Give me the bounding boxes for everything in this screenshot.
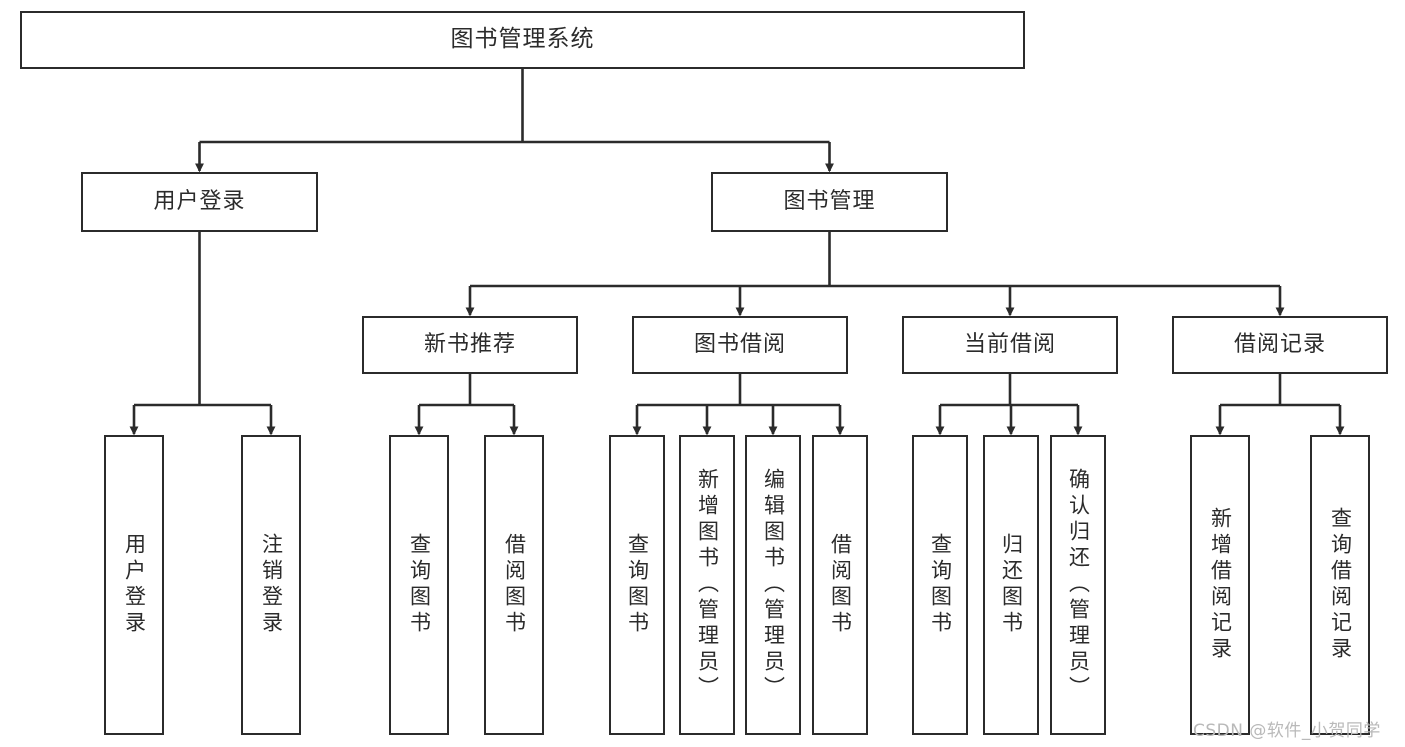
- csdn-watermark: CSDN @软件_小贺同学: [1193, 721, 1381, 741]
- node-leaf-rec-add: 新增借阅记录: [1190, 435, 1250, 735]
- node-label: 用户登录: [122, 533, 147, 637]
- node-label: 新增图书（管理员）: [695, 468, 720, 702]
- node-borrow: 图书借阅: [632, 316, 848, 374]
- node-label: 借阅记录: [1233, 332, 1326, 358]
- node-current: 当前借阅: [902, 316, 1118, 374]
- node-label: 新书推荐: [423, 332, 516, 358]
- node-records: 借阅记录: [1172, 316, 1388, 374]
- node-label: 当前借阅: [963, 332, 1056, 358]
- node-leaf-cur-confirm: 确认归还（管理员）: [1050, 435, 1106, 735]
- node-label: 编辑图书（管理员）: [761, 468, 786, 702]
- node-login: 用户登录: [81, 172, 318, 232]
- node-leaf-new-borrow: 借阅图书: [484, 435, 544, 735]
- node-label: 用户登录: [153, 189, 246, 215]
- node-label: 图书管理: [783, 189, 876, 215]
- node-root: 图书管理系统: [20, 11, 1025, 69]
- node-label: 查询图书: [625, 533, 650, 637]
- node-leaf-cur-query: 查询图书: [912, 435, 968, 735]
- node-label: 借阅图书: [502, 533, 527, 637]
- node-leaf-user-login: 用户登录: [104, 435, 164, 735]
- node-label: 确认归还（管理员）: [1066, 468, 1091, 702]
- node-label: 新增借阅记录: [1208, 507, 1233, 663]
- node-label: 查询图书: [928, 533, 953, 637]
- node-label: 图书借阅: [693, 332, 786, 358]
- node-newbook: 新书推荐: [362, 316, 578, 374]
- node-label: 注销登录: [259, 533, 284, 637]
- node-leaf-new-query: 查询图书: [389, 435, 449, 735]
- node-label: 查询图书: [407, 533, 432, 637]
- node-leaf-br-add: 新增图书（管理员）: [679, 435, 735, 735]
- node-label: 图书管理系统: [450, 26, 595, 53]
- node-leaf-br-edit: 编辑图书（管理员）: [745, 435, 801, 735]
- node-leaf-br-borrow: 借阅图书: [812, 435, 868, 735]
- node-leaf-cur-return: 归还图书: [983, 435, 1039, 735]
- node-label: 借阅图书: [828, 533, 853, 637]
- node-label: 归还图书: [999, 533, 1024, 637]
- node-bookmgmt: 图书管理: [711, 172, 948, 232]
- node-leaf-rec-query: 查询借阅记录: [1310, 435, 1370, 735]
- node-label: 查询借阅记录: [1328, 507, 1353, 663]
- node-leaf-user-logout: 注销登录: [241, 435, 301, 735]
- node-leaf-br-query: 查询图书: [609, 435, 665, 735]
